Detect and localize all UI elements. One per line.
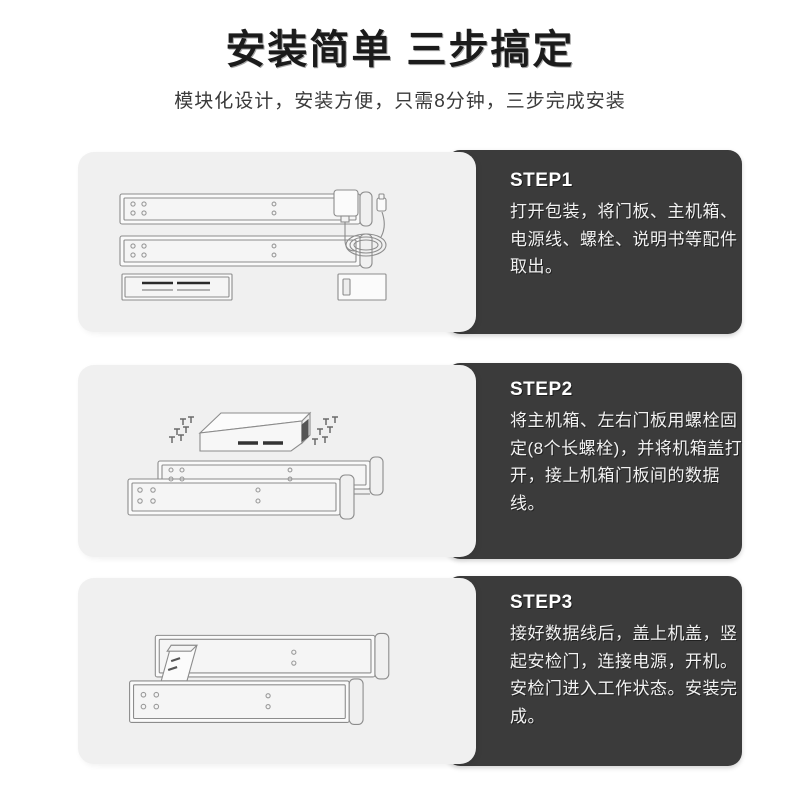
header: 安装简单 三步搞定 模块化设计，安装方便，只需8分钟，三步完成安装 xyxy=(0,0,800,115)
step-3-dark-panel xyxy=(446,576,742,766)
step-1-dark-panel xyxy=(446,150,742,334)
step-3-text: 接好数据线后，盖上机盖，竖起安检门，连接电源，开机。安检门进入工作状态。安装完成… xyxy=(510,624,738,726)
step-3-illustration xyxy=(129,632,390,725)
step-1-text: 打开包装，将门板、主机箱、电源线、螺栓、说明书等配件取出。 xyxy=(510,202,738,277)
step-1-illustration-panel xyxy=(78,152,476,332)
step-card-2: STEP2 将主机箱、左右门板用螺栓固定(8个长螺栓)，并将机箱盖打开，接上机箱… xyxy=(78,363,742,559)
step-2-text: 将主机箱、左右门板用螺栓固定(8个长螺栓)，并将机箱盖打开，接上机箱门板间的数据… xyxy=(510,411,743,513)
step-1-label: STEP1 xyxy=(510,170,573,191)
step-2-illustration xyxy=(127,411,384,520)
bolt-group-left xyxy=(169,416,194,443)
bolt-group-right xyxy=(312,416,338,445)
step-2-dark-panel xyxy=(446,363,742,559)
step-card-3: STEP3 接好数据线后，盖上机盖，竖起安检门，连接电源，开机。安检门进入工作状… xyxy=(78,576,742,766)
step-3-illustration-panel xyxy=(78,578,476,764)
page-subtitle: 模块化设计，安装方便，只需8分钟，三步完成安装 xyxy=(174,91,626,112)
step-2-label: STEP2 xyxy=(510,379,573,400)
step-2-illustration-panel xyxy=(78,365,476,557)
page-title: 安装简单 三步搞定 xyxy=(225,28,575,72)
step-card-1: STEP1 打开包装，将门板、主机箱、电源线、螺栓、说明书等配件取出。 xyxy=(78,150,742,334)
step-1-illustration xyxy=(119,189,387,301)
step-3-label: STEP3 xyxy=(510,592,573,613)
